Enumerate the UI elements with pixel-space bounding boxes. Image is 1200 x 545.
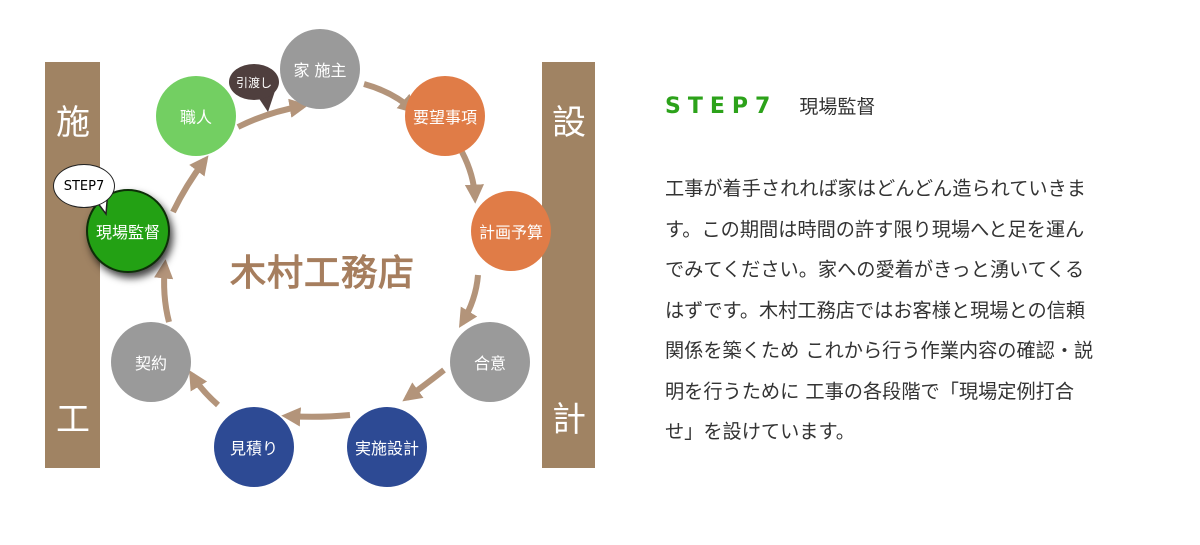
arrow-supervisor-to-craftsmen	[170, 155, 209, 214]
right-bar-top-char: 設	[552, 103, 586, 143]
step-number: STEP7	[665, 94, 778, 119]
arrow-craftsmen-to-client	[236, 98, 309, 130]
node-agreement: 合意	[450, 322, 530, 402]
node-craftsmen-label: 職人	[179, 108, 212, 127]
node-contract: 契約	[111, 322, 191, 402]
step-body-line: 明を行うために 工事の各段階で「現場定例打合	[665, 379, 1075, 403]
handover-label: 引渡し	[235, 75, 272, 90]
node-budget: 計画予算	[471, 191, 551, 271]
step-description-panel: STEP7 現場監督 工事が着手されれば家はどんどん造られていきま す。この期間…	[665, 92, 1175, 453]
node-client: 家 施主	[280, 29, 360, 109]
left-bar-top-char: 施	[56, 103, 90, 143]
arrow-agreement-to-detailed-design	[402, 367, 446, 402]
center-logo: 木村工務店	[229, 253, 415, 294]
step-body-line: 関係を築くため これから行う作業内容の確認・説	[665, 339, 1094, 362]
right-bar-bottom-char: 計	[552, 400, 586, 440]
step-body-line: 工事が着手されれば家はどんどん造られていきま	[665, 177, 1086, 200]
node-craftsmen: 職人	[156, 76, 236, 156]
left-bar-construction: 施 工	[45, 62, 100, 468]
node-requests-label: 要望事項	[412, 108, 477, 127]
node-client-label: 家 施主	[293, 61, 347, 80]
node-site-supervisor-label: 現場監督	[95, 223, 160, 242]
node-detailed-design: 実施設計	[347, 407, 427, 487]
cycle-arrows	[154, 81, 485, 427]
arrow-detailed-design-to-estimate	[281, 407, 351, 427]
step-title: 現場監督	[799, 96, 876, 118]
step-body-line: す。この期間は時間の許す限り現場へと足を運ん	[665, 217, 1085, 241]
arrow-estimate-to-contract	[189, 370, 220, 408]
arrow-contract-to-supervisor	[154, 259, 174, 323]
node-estimate-label: 見積り	[229, 439, 278, 458]
right-bar-design: 設 計	[542, 62, 595, 468]
step-body-line: はずです。木村工務店ではお客様と現場との信頼	[665, 298, 1086, 322]
step-body-line: でみてください。家への愛着がきっと湧いてくる	[665, 258, 1085, 281]
workflow-diagram: 施 工 設 計 木村工務店 家 施主 要望事項 計画	[45, 29, 595, 487]
node-estimate: 見積り	[214, 407, 294, 487]
step-badge: STEP7	[53, 164, 115, 208]
node-agreement-label: 合意	[473, 354, 506, 373]
left-bar-bottom-char: 工	[56, 400, 90, 440]
step-body-line: せ」を設けています。	[665, 420, 855, 443]
arrow-budget-to-agreement	[459, 274, 481, 328]
step-badge-label: STEP7	[63, 178, 105, 194]
arrow-requests-to-budget	[459, 150, 485, 204]
handover-bubble: 引渡し	[229, 64, 279, 100]
node-detailed-design-label: 実施設計	[354, 439, 419, 458]
step-body: 工事が着手されれば家はどんどん造られていきま す。この期間は時間の許す限り現場へ…	[665, 169, 1175, 453]
step-heading: STEP7 現場監督	[665, 92, 1175, 119]
node-budget-label: 計画予算	[478, 223, 543, 242]
node-contract-label: 契約	[134, 354, 167, 373]
node-requests: 要望事項	[405, 76, 485, 156]
